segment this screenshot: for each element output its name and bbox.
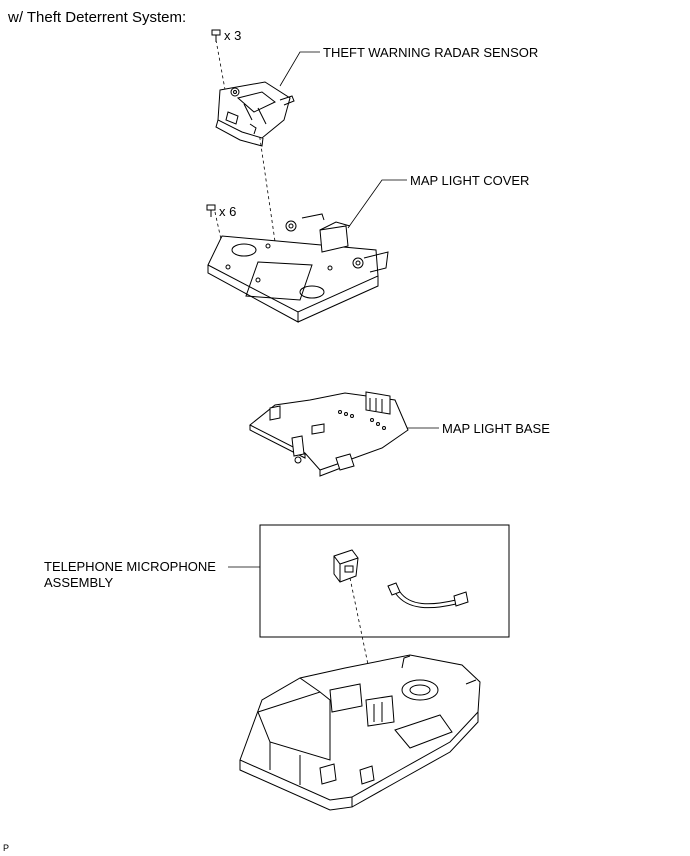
map-light-base-drawing xyxy=(249,391,409,477)
telephone-microphone-callout: TELEPHONE MICROPHONE ASSEMBLY xyxy=(44,559,216,591)
overhead-console-drawing xyxy=(239,654,481,811)
microphone-harness-drawing xyxy=(387,582,469,609)
figure-code: P xyxy=(3,843,10,853)
screw-quantity-label: x 6 xyxy=(219,204,237,219)
radar-sensor-callout: THEFT WARNING RADAR SENSOR xyxy=(323,45,539,60)
screw-quantity-label: x 3 xyxy=(224,28,242,43)
screw-icon xyxy=(206,204,216,217)
screw-icon xyxy=(211,29,221,42)
callout-line: TELEPHONE MICROPHONE xyxy=(44,559,216,574)
callout-line: ASSEMBLY xyxy=(44,575,114,590)
map-light-base-callout: MAP LIGHT BASE xyxy=(442,421,550,436)
page-title: w/ Theft Deterrent System: xyxy=(8,9,187,26)
theft-warning-radar-sensor-drawing xyxy=(215,81,295,147)
telephone-microphone-drawing xyxy=(333,549,359,583)
map-light-cover-drawing xyxy=(207,213,389,323)
map-light-cover-callout: MAP LIGHT COVER xyxy=(410,173,530,188)
callout-leader-lines xyxy=(228,51,439,568)
microphone-detail-box xyxy=(259,524,510,638)
